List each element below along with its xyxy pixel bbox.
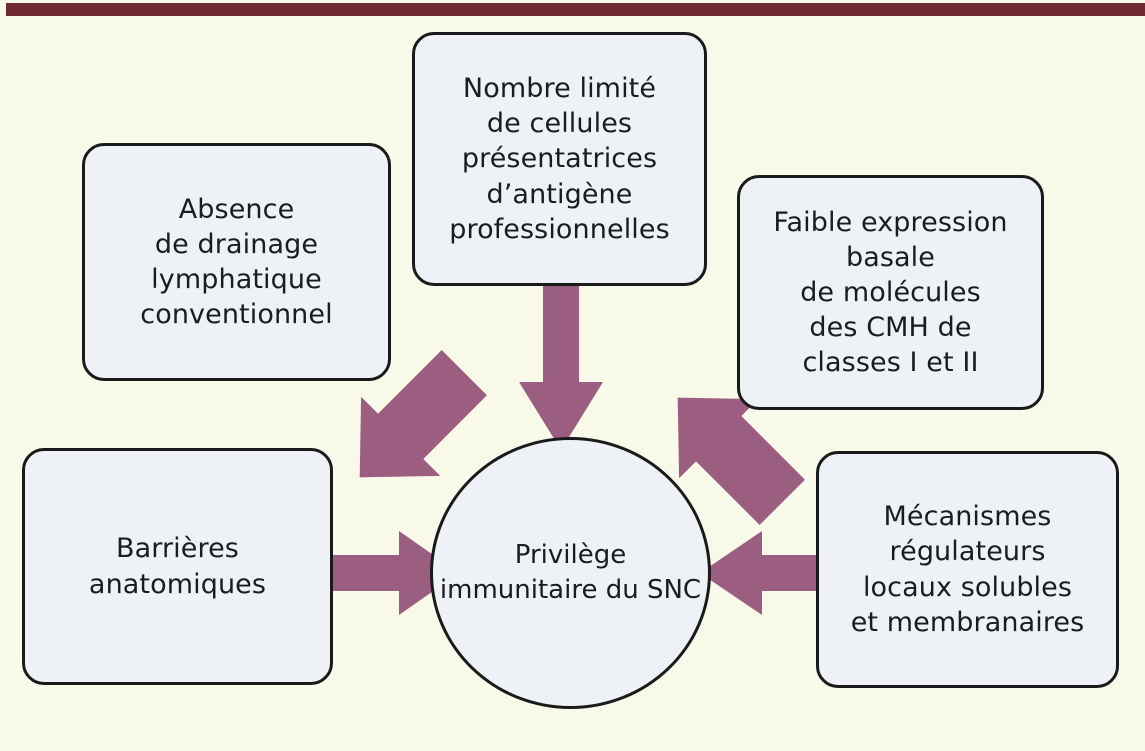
node-cmh-line-1: Faible expression	[773, 206, 1008, 238]
node-mecanismes-line-1: Mécanismes	[883, 501, 1052, 533]
node-absence-line-1: Absence	[178, 193, 295, 225]
node-apc-line-5: professionnelles	[449, 213, 670, 245]
arrow-apc-to-center	[519, 278, 603, 450]
node-absence-drainage-lymphatique: Absence de drainage lymphatique conventi…	[82, 143, 391, 381]
node-apc-line-3: présentatrices	[461, 143, 658, 175]
node-cmh-line-5: classes I et II	[802, 347, 979, 379]
node-cmh-line-4: des CMH de	[809, 312, 972, 344]
node-cmh-line-3: de molécules	[800, 276, 981, 308]
node-center-line-3: du SNC	[605, 575, 702, 605]
node-absence-line-2: de drainage	[154, 228, 319, 260]
node-center-line-1: Privilège	[514, 540, 627, 571]
node-absence-line-3: lymphatique	[151, 264, 322, 295]
node-barrieres-line-2: anatomiques	[88, 568, 267, 600]
node-privilege-immunitaire-snc: Privilège immunitaire du SNC	[430, 437, 711, 709]
node-cellules-presentatrices-antigene: Nombre limité de cellules présentatrices…	[412, 32, 707, 286]
arrow-cmh-to-center	[650, 370, 810, 530]
arrow-barrieres-to-center	[331, 527, 459, 619]
node-faible-expression-cmh: Faible expression basale de molécules de…	[737, 175, 1044, 410]
node-apc-line-1: Nombre limité	[462, 73, 657, 105]
node-barrieres-line-1: Barrières	[115, 533, 239, 565]
node-mecanismes-line-2: régulateurs	[889, 536, 1046, 568]
node-center-line-2: immunitaire	[439, 575, 598, 605]
node-mecanismes-regulateurs: Mécanismes régulateurs locaux solubles e…	[816, 451, 1119, 688]
arrow-mecanismes-to-center	[700, 527, 832, 619]
node-cmh-line-2: basale	[845, 241, 935, 273]
node-apc-line-2: de cellules	[486, 108, 633, 140]
node-apc-line-4: d’antigène	[486, 178, 633, 210]
node-absence-line-4: conventionnel	[140, 299, 333, 331]
node-mecanismes-line-3: locaux solubles	[862, 571, 1073, 603]
top-rule-divider	[6, 3, 1145, 16]
arrow-absence-to-center	[332, 345, 492, 505]
node-barrieres-anatomiques: Barrières anatomiques	[22, 448, 333, 685]
node-mecanismes-line-4: et membranaires	[850, 606, 1085, 638]
